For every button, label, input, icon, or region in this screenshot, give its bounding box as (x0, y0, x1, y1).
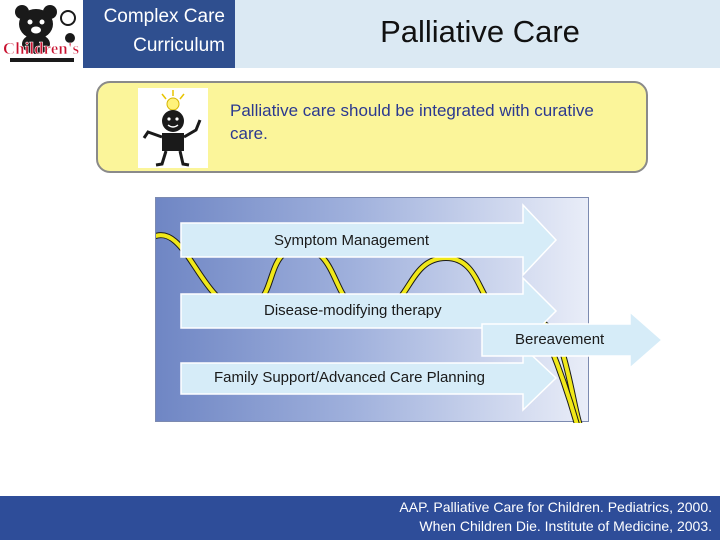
disease-modifying-therapy-label: Disease-modifying therapy (264, 302, 442, 319)
citation-line-2: When Children Die. Institute of Medicine… (419, 518, 712, 534)
family-support-arrow (180, 345, 558, 412)
childrens-logo: Children's (0, 0, 83, 68)
header-band: Children's Complex Care Curriculum Palli… (0, 0, 720, 68)
family-support-label: Family Support/Advanced Care Planning (214, 369, 485, 386)
svg-text:Children's: Children's (3, 39, 80, 58)
bereavement-label: Bereavement (515, 331, 605, 348)
bereavement-arrow (481, 310, 664, 370)
page-title: Palliative Care (380, 14, 580, 49)
citation-line-1: AAP. Palliative Care for Children. Pedia… (399, 499, 712, 515)
citation-bar: AAP. Palliative Care for Children. Pedia… (0, 496, 720, 540)
curriculum-label-line1: Complex Care (103, 6, 225, 27)
key-point-text: Palliative care should be integrated wit… (230, 101, 594, 143)
curriculum-label-line2: Curriculum (133, 35, 225, 56)
lightbulb-figure-icon (138, 88, 208, 168)
symptom-management-arrow (180, 203, 558, 277)
care-continuum-graphic (156, 203, 583, 423)
teddy-bear-logo-icon: Children's (3, 5, 80, 62)
curriculum-label-box: Complex Care Curriculum (83, 0, 235, 68)
care-continuum-diagram: Symptom Management Disease-modifying the… (155, 197, 589, 423)
key-point-callout: Palliative care should be integrated wit… (96, 81, 648, 173)
symptom-management-label: Symptom Management (274, 232, 430, 249)
